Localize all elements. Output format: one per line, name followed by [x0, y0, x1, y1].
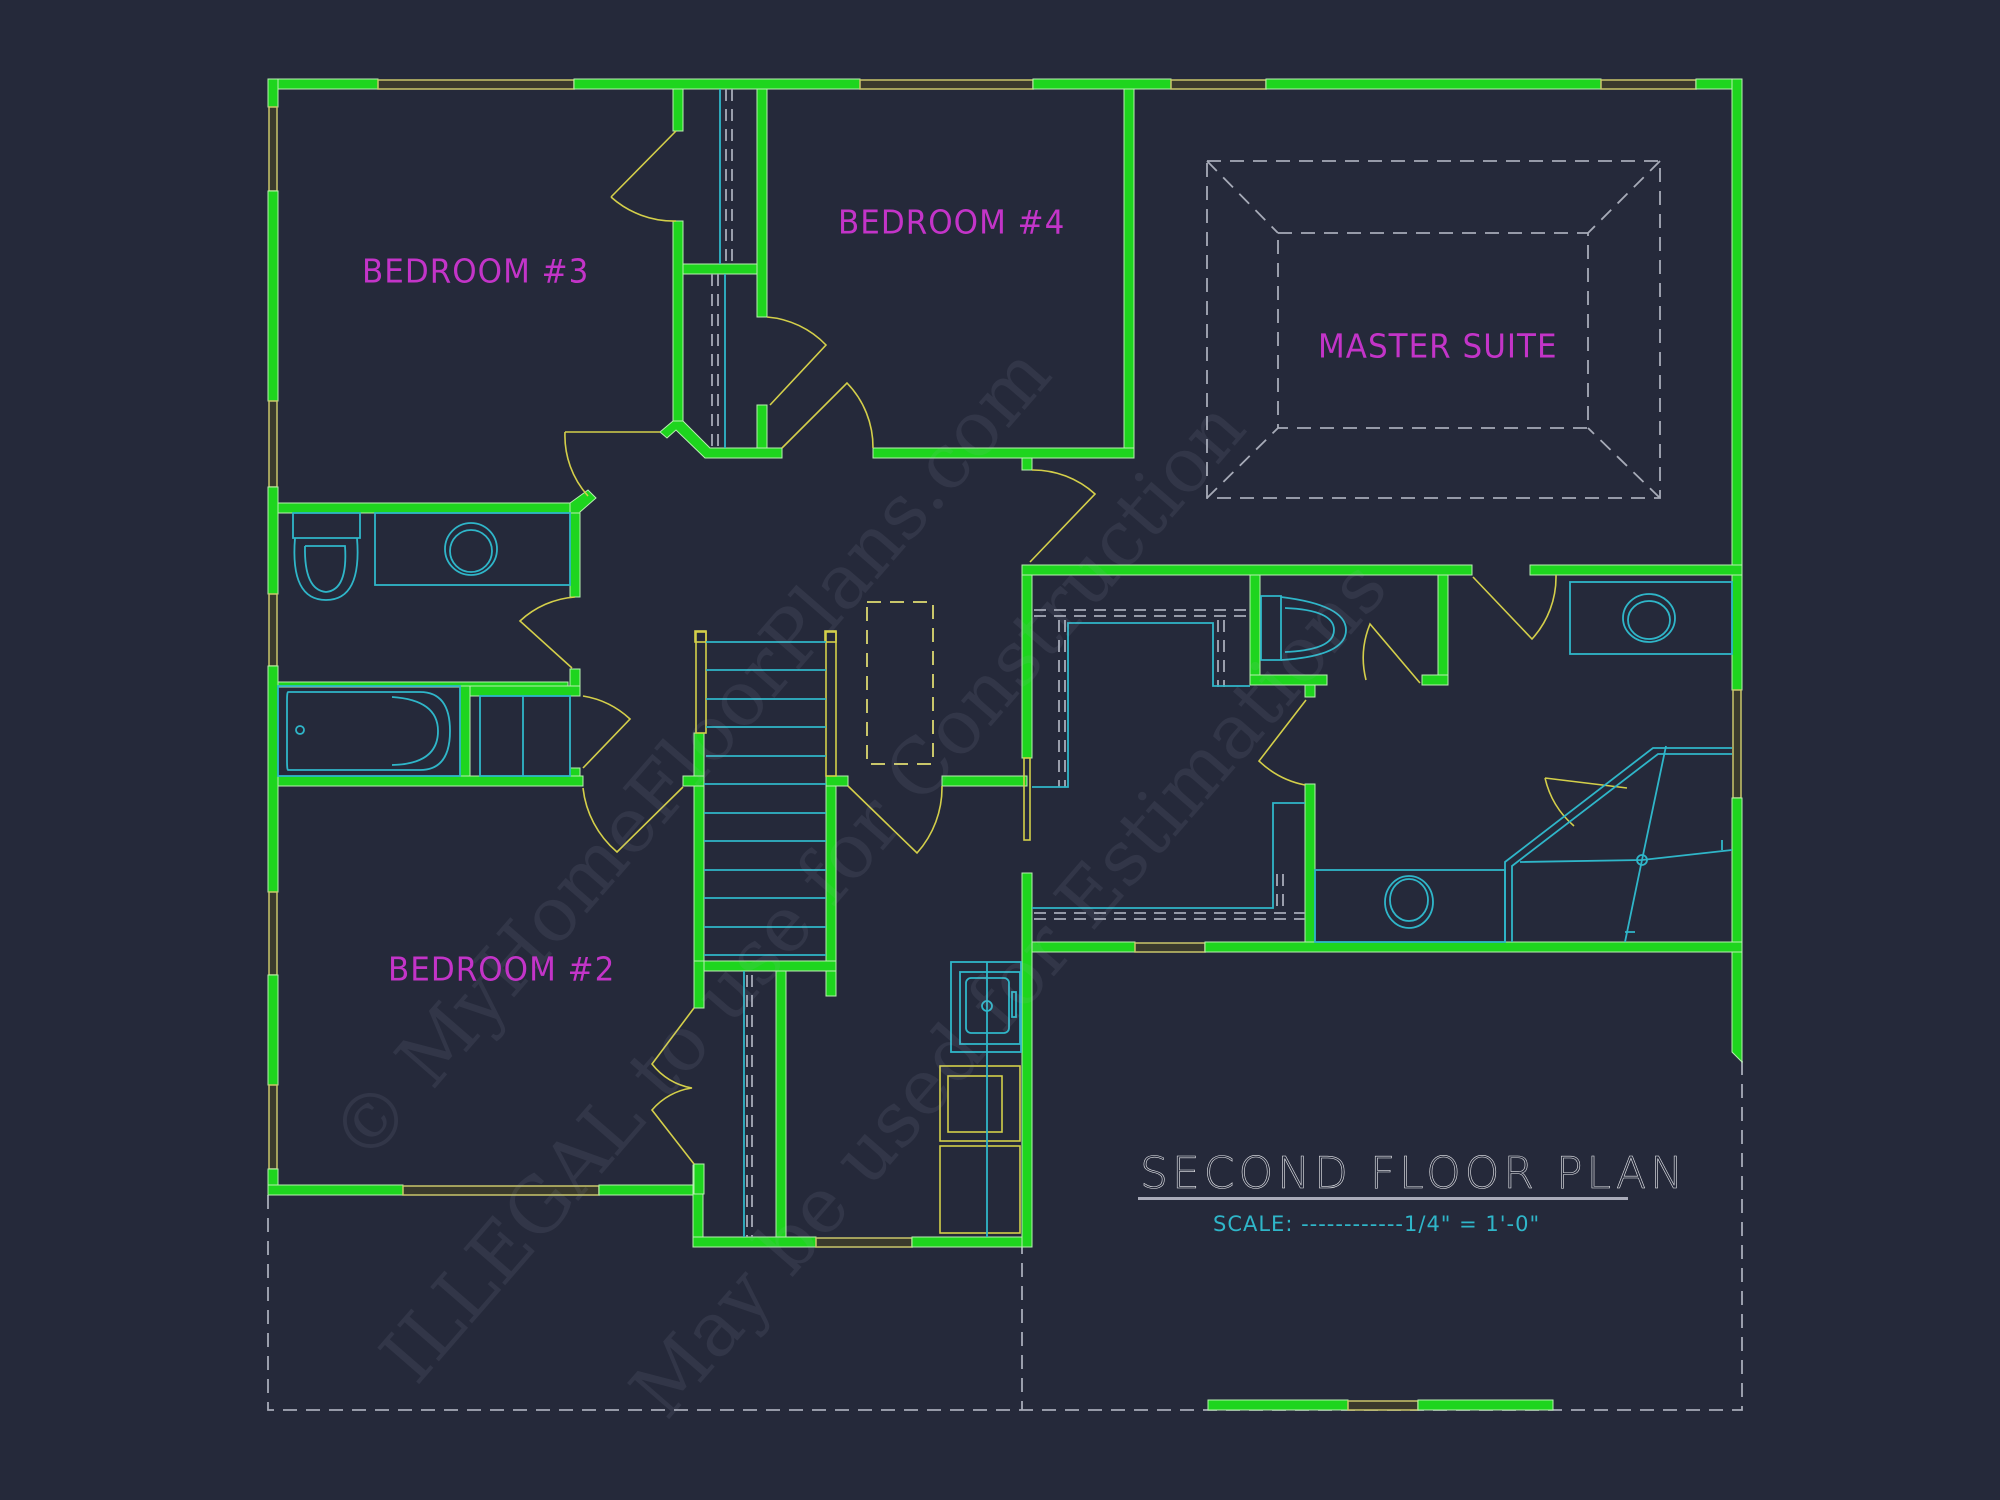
- tray-ceiling: [1206, 160, 1661, 499]
- title-underline: [1138, 1197, 1628, 1200]
- interior-walls: [277, 88, 1743, 1248]
- room-label-master-suite: MASTER SUITE: [1318, 328, 1558, 366]
- closet-rods: [711, 89, 1305, 1237]
- first-floor-outline: [267, 1060, 1743, 1411]
- room-label-bedroom-4: BEDROOM #4: [838, 204, 1066, 242]
- exterior-walls: [267, 78, 1743, 1411]
- drawing-scale: SCALE: ------------1/4" = 1'-0": [1213, 1212, 1541, 1236]
- attic-access: [866, 601, 934, 765]
- room-label-bedroom-3: BEDROOM #3: [362, 253, 590, 291]
- room-label-bedroom-2: BEDROOM #2: [388, 951, 616, 989]
- hall-bath-fixtures: [277, 512, 571, 777]
- laundry-fixtures: [939, 961, 1022, 1237]
- drawing-title: SECOND FLOOR PLAN: [1140, 1148, 1688, 1200]
- master-bath-fixtures: [1260, 581, 1733, 943]
- doors: [518, 130, 1628, 1165]
- staircase: [694, 630, 837, 956]
